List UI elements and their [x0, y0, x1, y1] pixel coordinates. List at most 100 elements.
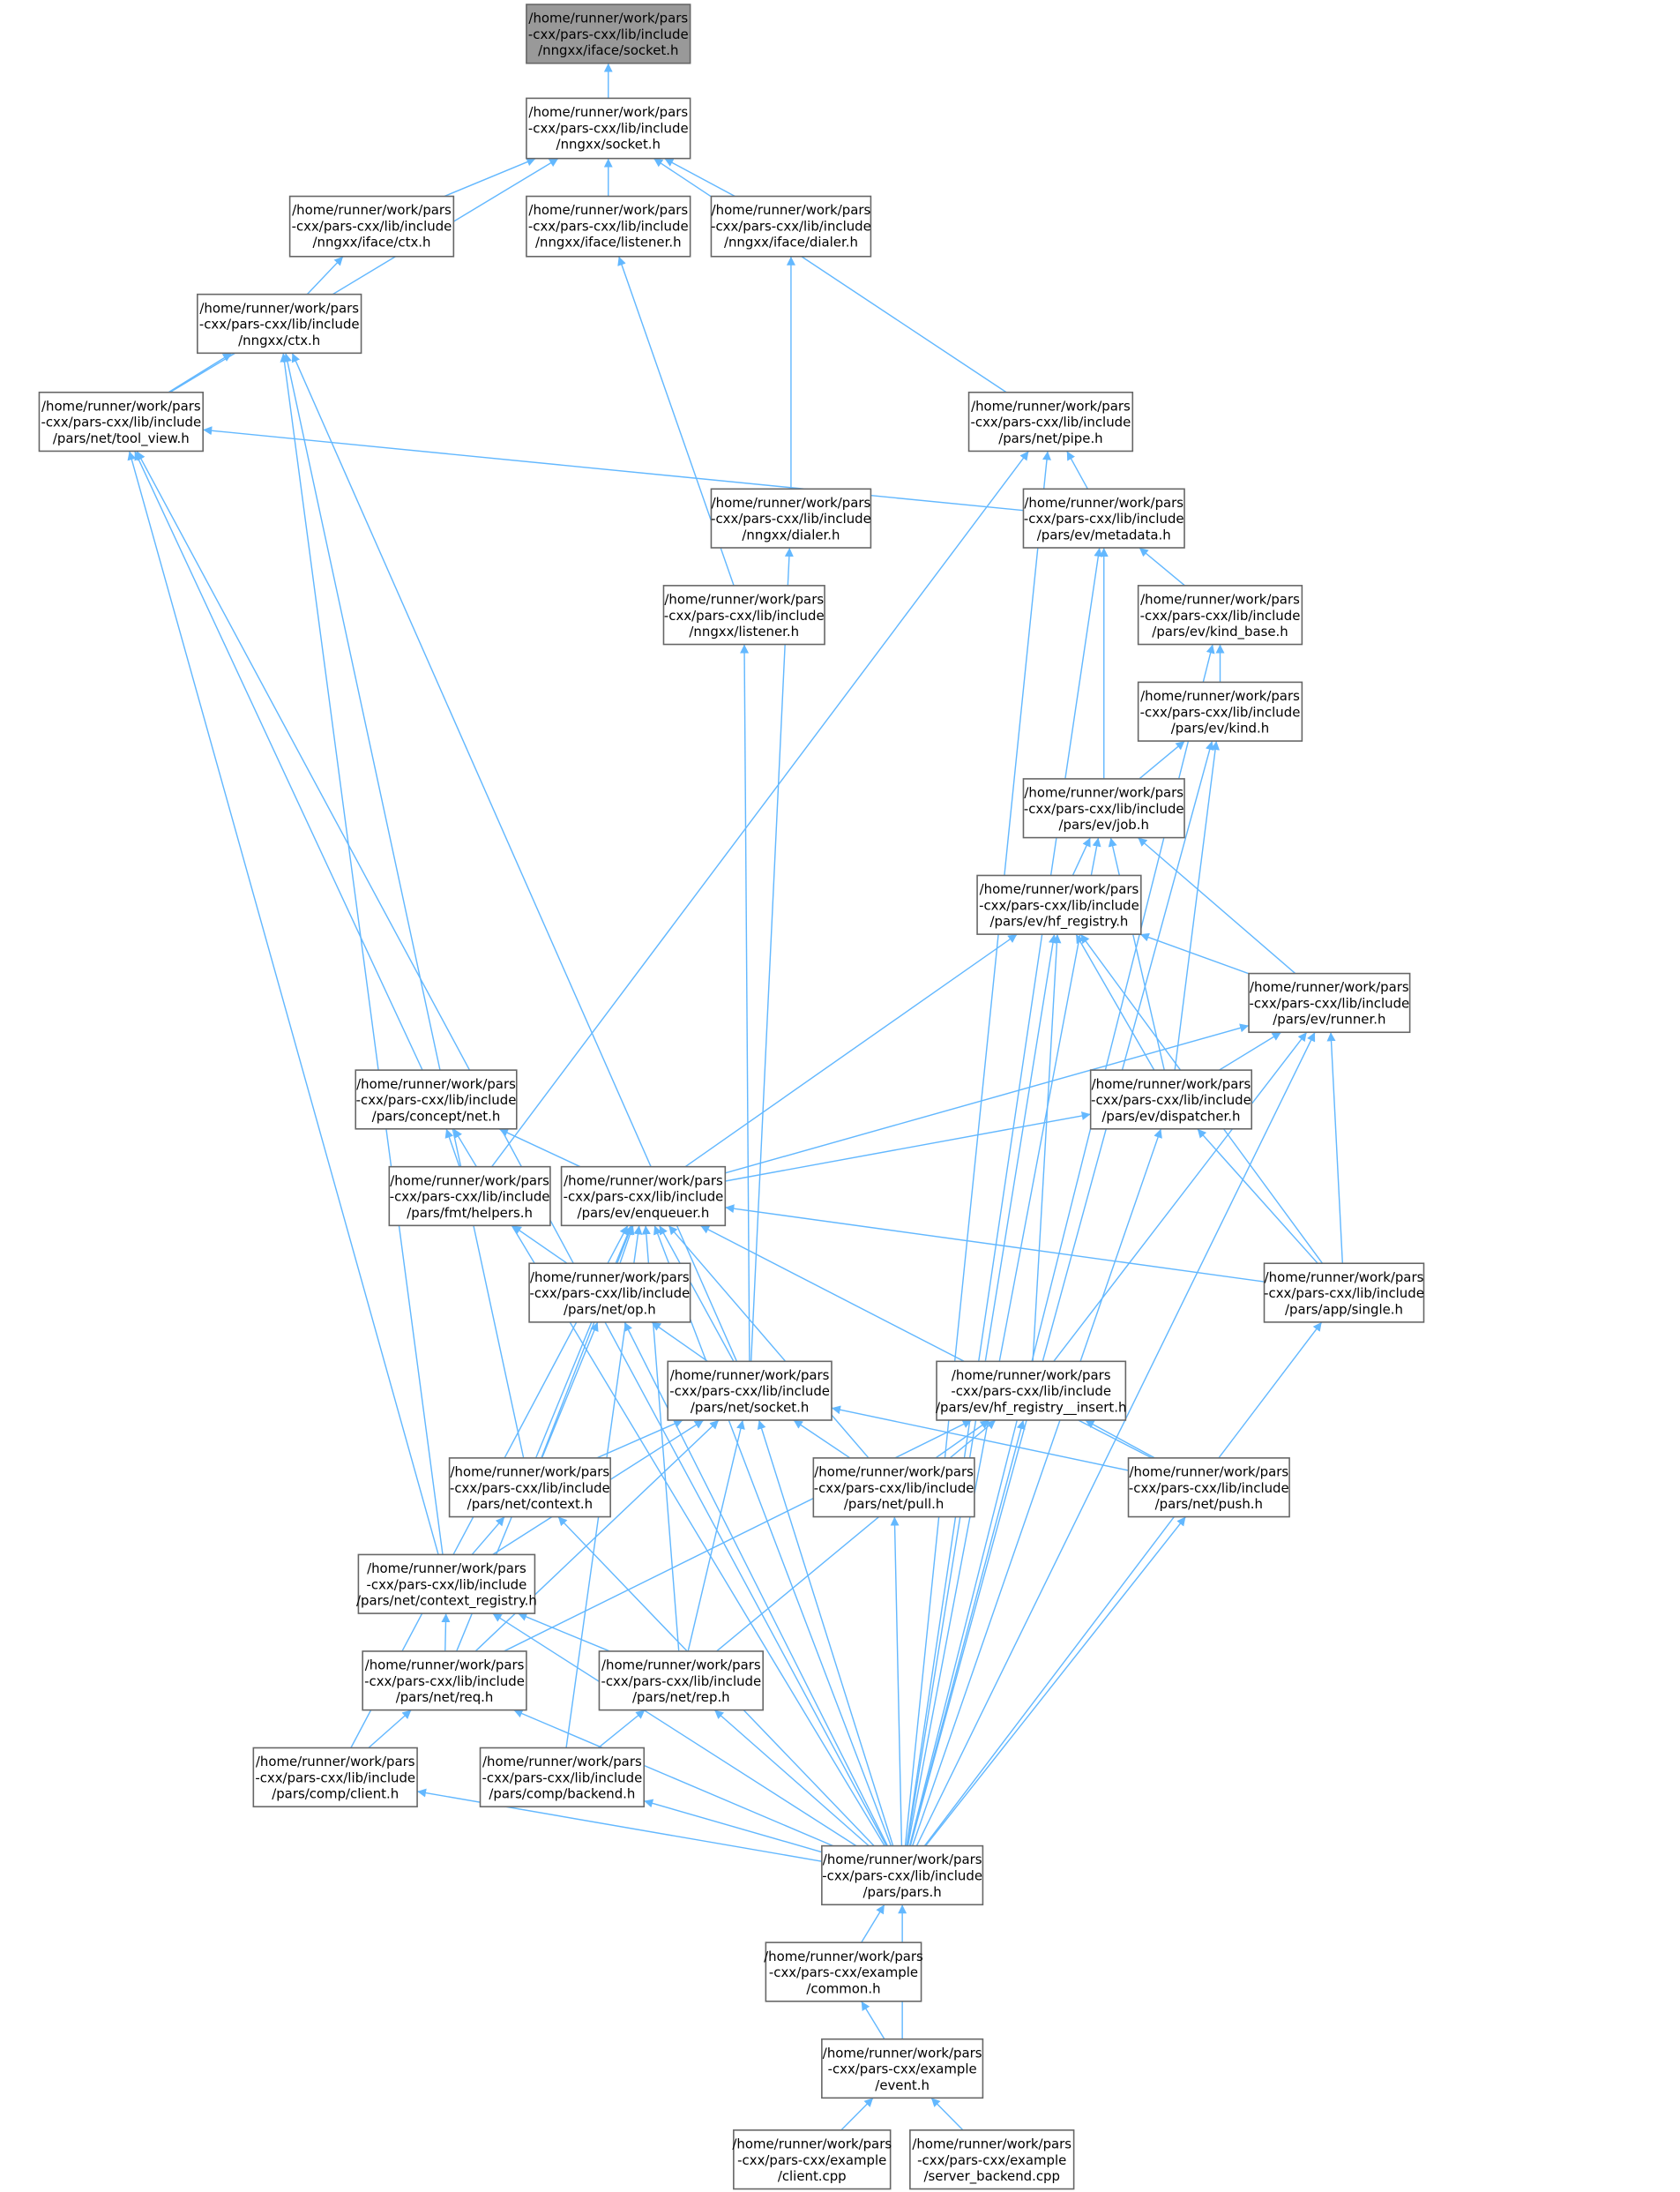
- file-node[interactable]: /home/runner/work/pars-cxx/pars-cxx/lib/…: [560, 1165, 727, 1227]
- file-node-label: /home/runner/work/pars: [670, 1367, 830, 1383]
- file-node[interactable]: /home/runner/work/pars-cxx/pars-cxx/lib/…: [662, 585, 825, 646]
- file-node-label: /pars/net/rep.h: [632, 1689, 730, 1705]
- include-edge: [1108, 837, 1165, 1071]
- file-node-box: [662, 585, 825, 646]
- file-node-box: [560, 1165, 727, 1227]
- include-edge: [1174, 740, 1221, 1071]
- include-edge: [471, 1516, 505, 1555]
- file-node[interactable]: /home/runner/work/pars-cxx/pars-cxx/lib/…: [667, 1360, 833, 1421]
- file-node[interactable]: /home/runner/work/pars-cxx/pars-cxx/lib/…: [528, 1262, 691, 1323]
- include-edge: [280, 353, 444, 1555]
- file-node[interactable]: /home/runner/work/pars-cxx/pars-cxx/exam…: [732, 2129, 892, 2190]
- file-node-label: -cxx/pars-cxx/lib/include: [356, 1092, 517, 1108]
- file-node-label: /pars/ev/enqueuer.h: [578, 1205, 710, 1221]
- include-edge: [1197, 1128, 1318, 1264]
- file-node[interactable]: /home/runner/work/pars-cxx/pars-cxx/lib/…: [1127, 1457, 1290, 1518]
- file-node[interactable]: /home/runner/work/pars-cxx/pars-cxx/lib/…: [936, 1360, 1126, 1421]
- include-edge: [890, 1516, 903, 1846]
- include-edge: [203, 426, 1024, 512]
- include-edge: [1075, 933, 1155, 1071]
- file-node-label: /home/runner/work/pars: [256, 1754, 415, 1769]
- include-edge: [511, 1224, 568, 1264]
- file-node[interactable]: /home/runner/work/pars-cxx/pars-cxx/lib/…: [1089, 1069, 1253, 1130]
- file-node-label: -cxx/pars-cxx/lib/include: [367, 1576, 527, 1592]
- file-node-label: -cxx/pars-cxx/lib/include: [255, 1769, 415, 1785]
- file-node[interactable]: /home/runner/work/pars-cxx/pars-cxx/lib/…: [356, 1553, 537, 1614]
- include-edge: [127, 451, 439, 1555]
- include-edge: [1066, 451, 1089, 490]
- file-node-label: /home/runner/work/pars: [1140, 591, 1300, 607]
- file-node-label: -cxx/pars-cxx/example: [737, 2152, 886, 2168]
- include-edge: [653, 1225, 892, 1846]
- file-node[interactable]: /home/runner/work/pars-cxx/pars-cxx/lib/…: [710, 195, 872, 258]
- file-node[interactable]: /home/runner/work/pars-cxx/pars-cxx/lib/…: [1248, 972, 1411, 1034]
- include-edge: [1085, 1419, 1155, 1459]
- include-edge: [861, 1904, 885, 1943]
- include-edge: [716, 1419, 997, 1652]
- file-node[interactable]: /home/runner/work/pars-cxx/pars-cxx/lib/…: [1022, 778, 1185, 839]
- include-edge: [474, 1419, 720, 1652]
- file-node-label: /nngxx/socket.h: [556, 137, 661, 153]
- file-node[interactable]: /home/runner/work/pars-cxx/pars-cxx/lib/…: [812, 1457, 975, 1518]
- file-node[interactable]: /home/runner/work/pars-cxx/pars-cxx/lib/…: [1137, 681, 1303, 742]
- include-edge: [653, 158, 1007, 393]
- file-node-box: [357, 1553, 536, 1614]
- file-node[interactable]: /home/runner/work/pars-cxx/pars-cxx/lib/…: [598, 1650, 764, 1711]
- file-node[interactable]: /home/runner/work/pars-cxx/pars-cxx/lib/…: [38, 391, 204, 453]
- include-edge: [906, 547, 1103, 1846]
- file-node-label: /pars/ev/kind_base.h: [1152, 624, 1288, 640]
- nodes-layer: /home/runner/work/pars-cxx/pars-cxx/lib/…: [38, 4, 1425, 2190]
- file-node[interactable]: /home/runner/work/pars-cxx/pars-cxx/lib/…: [479, 1747, 646, 1807]
- file-node[interactable]: /home/runner/work/pars-cxx/pars-cxx/lib/…: [1263, 1262, 1425, 1323]
- file-node[interactable]: /home/runner/work/pars-cxx/pars-cxx/lib/…: [821, 1844, 984, 1906]
- file-node[interactable]: /home/runner/work/pars-cxx/pars-cxx/exam…: [909, 2129, 1075, 2190]
- file-node-label: /home/runner/work/pars: [451, 1464, 610, 1480]
- file-node-label: /home/runner/work/pars: [1024, 785, 1183, 801]
- file-node-label: /home/runner/work/pars: [564, 1172, 723, 1188]
- file-node-box: [38, 391, 204, 453]
- file-node-box: [821, 2038, 984, 2099]
- file-node-label: /pars/net/tool_view.h: [53, 430, 190, 446]
- file-node[interactable]: /home/runner/work/pars-cxx/pars-cxx/exam…: [821, 2038, 984, 2099]
- file-node-box: [448, 1457, 611, 1518]
- file-node-box: [710, 195, 872, 258]
- include-edge: [1032, 934, 1062, 1362]
- file-node[interactable]: /home/runner/work/pars-cxx/pars-cxx/lib/…: [526, 97, 691, 160]
- file-node-label: /home/runner/work/pars: [732, 2136, 892, 2152]
- include-edge: [306, 256, 344, 296]
- file-node-label: /home/runner/work/pars: [1024, 495, 1183, 511]
- file-node[interactable]: /home/runner/work/pars-cxx/pars-cxx/lib/…: [976, 874, 1142, 935]
- file-node[interactable]: /home/runner/work/pars-cxx/pars-cxx/lib/…: [1137, 585, 1303, 646]
- include-edge: [831, 1405, 1129, 1471]
- file-node[interactable]: /home/runner/work/pars-cxx/pars-cxx/lib/…: [252, 1747, 418, 1807]
- include-edge: [750, 547, 794, 1362]
- file-node-box: [967, 391, 1134, 453]
- file-node[interactable]: /home/runner/work/pars-cxx/pars-cxx/lib/…: [197, 293, 362, 355]
- file-node[interactable]: /home/runner/work/pars-cxx/pars-cxx/lib/…: [362, 1650, 527, 1711]
- file-node[interactable]: /home/runner/work/pars-cxx/pars-cxx/lib/…: [355, 1069, 518, 1130]
- file-node-box: [1248, 972, 1411, 1034]
- file-node[interactable]: /home/runner/work/pars-cxx/pars-cxx/lib/…: [448, 1457, 611, 1518]
- file-node[interactable]: /home/runner/work/pars-cxx/pars-cxx/lib/…: [288, 195, 455, 258]
- file-node[interactable]: /home/runner/work/pars-cxx/pars-cxx/lib/…: [710, 488, 872, 549]
- file-node[interactable]: /home/runner/work/pars-cxx/pars-cxx/lib/…: [1022, 488, 1185, 549]
- file-node-label: -cxx/pars-cxx/lib/include: [1024, 511, 1184, 527]
- file-node-box: [526, 4, 691, 64]
- file-node[interactable]: /home/runner/work/pars-cxx/pars-cxx/lib/…: [388, 1165, 551, 1227]
- file-node[interactable]: /home/runner/work/pars-cxx/pars-cxx/exam…: [764, 1941, 923, 2002]
- file-node-label: /pars/net/req.h: [396, 1689, 494, 1705]
- root-file-node[interactable]: /home/runner/work/pars-cxx/pars-cxx/lib/…: [526, 4, 691, 64]
- file-node-box: [355, 1069, 518, 1130]
- file-node-label: /nngxx/ctx.h: [238, 333, 320, 348]
- include-edge: [597, 1709, 646, 1749]
- file-node-label: -cxx/pars-cxx/lib/include: [1129, 1480, 1289, 1496]
- file-node[interactable]: /home/runner/work/pars-cxx/pars-cxx/lib/…: [526, 195, 691, 258]
- include-edge: [1139, 740, 1185, 780]
- file-node-label: -cxx/pars-cxx/lib/include: [601, 1673, 761, 1689]
- file-node-label: /home/runner/work/pars: [814, 1464, 974, 1480]
- include-edge: [441, 1613, 451, 1651]
- file-node[interactable]: /home/runner/work/pars-cxx/pars-cxx/lib/…: [967, 391, 1134, 453]
- file-node-box: [909, 2129, 1075, 2190]
- include-edge: [923, 1321, 1323, 1847]
